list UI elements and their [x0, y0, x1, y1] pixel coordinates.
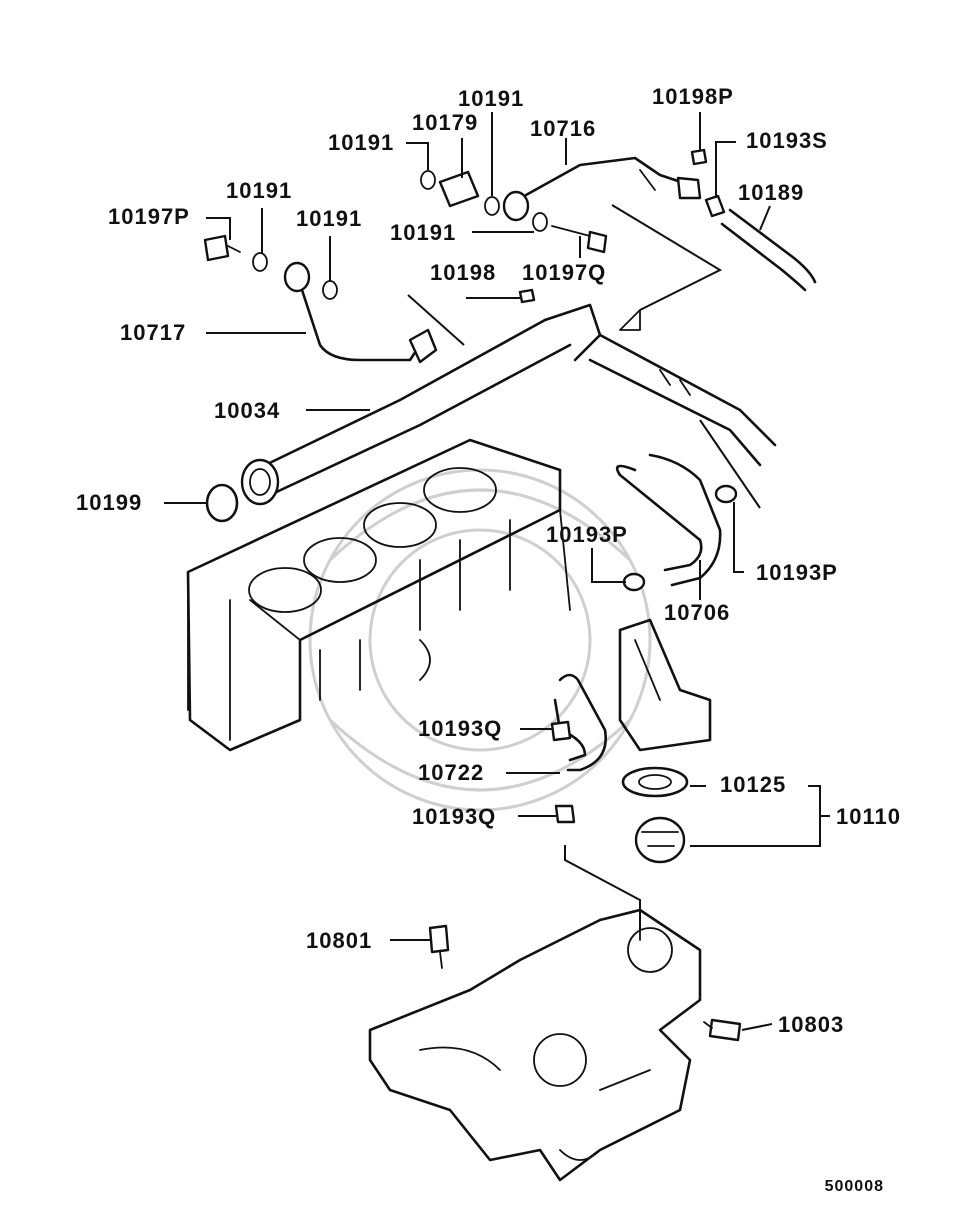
bleeder-10198	[518, 288, 536, 304]
diagram-code: 500008	[824, 1178, 884, 1195]
thermostat-10110	[634, 816, 686, 864]
washer-10191-d	[252, 252, 268, 272]
clamp-10193S	[704, 194, 726, 218]
part-label-10034: 10034	[214, 398, 281, 423]
part-label-10191-b: 10191	[458, 86, 525, 111]
part-label-10801: 10801	[306, 928, 373, 953]
leader-lines	[164, 112, 830, 1031]
lower-manifold	[368, 908, 702, 1182]
clamp-10193Q-b	[554, 804, 576, 824]
clamp-10193P-b	[714, 484, 738, 504]
part-label-10189: 10189	[738, 180, 805, 205]
part-label-10193P-b: 10193P	[756, 560, 838, 585]
bolt-10197P	[203, 234, 241, 262]
gasket-10125	[621, 766, 689, 798]
part-label-10191-d: 10191	[226, 178, 293, 203]
part-label-10722: 10722	[418, 760, 485, 785]
part-label-10191-a: 10191	[328, 130, 395, 155]
clamp-10193Q-a	[550, 720, 572, 742]
washer-10191-c	[532, 212, 548, 232]
sensor-10801	[428, 924, 450, 969]
part-label-10125: 10125	[720, 772, 787, 797]
part-label-10197Q: 10197Q	[522, 260, 607, 285]
pipe-10717	[283, 261, 438, 364]
part-label-10199: 10199	[76, 490, 143, 515]
washer-10191-e	[322, 280, 338, 300]
part-label-10110: 10110	[836, 804, 901, 829]
o-ring-10199	[205, 483, 239, 523]
part-label-10193Q-a: 10193Q	[418, 716, 503, 741]
part-label-10197P: 10197P	[108, 204, 190, 229]
bleeder-10198P	[690, 148, 708, 166]
clamp-10193P-a	[622, 572, 646, 592]
part-label-10706: 10706	[664, 600, 731, 625]
part-label-10193Q-b: 10193Q	[412, 804, 497, 829]
part-label-10193S: 10193S	[746, 128, 828, 153]
washer-10191-b	[484, 196, 500, 216]
part-label-10716: 10716	[530, 116, 597, 141]
washer-10191-a	[420, 170, 436, 190]
banjo-10179	[438, 170, 480, 208]
bolt-10197Q	[551, 225, 608, 254]
part-label-10191-e: 10191	[296, 206, 363, 231]
watermark	[308, 468, 652, 812]
pipe-10716	[502, 156, 702, 222]
hose-10706	[615, 453, 722, 587]
engine-block	[186, 438, 571, 752]
part-label-10803: 10803	[778, 1012, 845, 1037]
part-label-10198: 10198	[430, 260, 497, 285]
part-label-10193P-a: 10193P	[546, 522, 628, 547]
water-inlet-casting	[618, 618, 712, 752]
part-label-10191-c: 10191	[390, 220, 457, 245]
part-label-10198P: 10198P	[652, 84, 734, 109]
water-pipe-10034	[240, 303, 777, 506]
sensor-10803	[703, 1018, 742, 1042]
hose-10189	[720, 208, 817, 292]
part-label-10179: 10179	[412, 110, 479, 135]
part-label-10717: 10717	[120, 320, 187, 345]
